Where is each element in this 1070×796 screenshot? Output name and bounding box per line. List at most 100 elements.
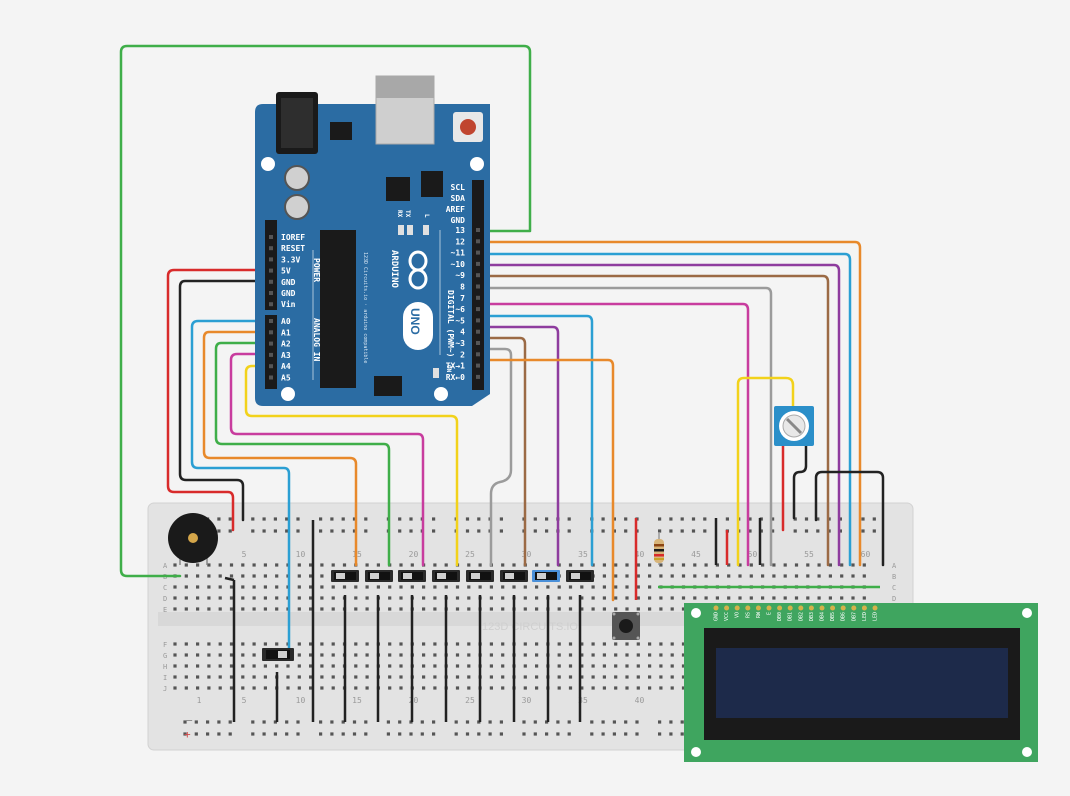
rail-hole[interactable] <box>669 732 673 736</box>
breadboard-hole[interactable] <box>648 664 652 668</box>
rail-hole[interactable] <box>228 529 232 533</box>
rail-hole[interactable] <box>567 517 571 521</box>
breadboard-hole[interactable] <box>478 563 482 567</box>
breadboard-hole[interactable] <box>614 642 618 646</box>
breadboard-hole[interactable] <box>229 642 234 646</box>
breadboard-hole[interactable] <box>648 563 652 567</box>
rail-hole[interactable] <box>296 720 300 724</box>
pin-socket[interactable] <box>269 375 273 380</box>
rail-hole[interactable] <box>703 529 707 533</box>
breadboard-hole[interactable] <box>828 574 832 578</box>
rail-hole[interactable] <box>386 720 390 724</box>
breadboard-hole[interactable] <box>749 574 753 578</box>
breadboard-hole[interactable] <box>840 563 844 567</box>
rail-hole[interactable] <box>330 732 334 736</box>
rail-hole[interactable] <box>658 529 662 533</box>
breadboard-hole[interactable] <box>309 585 313 589</box>
breadboard-hole[interactable] <box>388 607 392 611</box>
breadboard-hole[interactable] <box>602 596 606 600</box>
breadboard-hole[interactable] <box>670 675 674 679</box>
breadboard-hole[interactable] <box>331 607 335 611</box>
breadboard-hole[interactable] <box>229 596 234 600</box>
breadboard-hole[interactable] <box>568 585 573 589</box>
rail-hole[interactable] <box>398 732 402 736</box>
rail-hole[interactable] <box>499 720 503 724</box>
breadboard-hole[interactable] <box>365 563 369 567</box>
breadboard-hole[interactable] <box>365 596 369 600</box>
breadboard-hole[interactable] <box>489 607 493 611</box>
wire-gray-pin8[interactable] <box>478 286 773 567</box>
breadboard-hole[interactable] <box>241 686 245 690</box>
breadboard-hole[interactable] <box>297 686 301 690</box>
rail-hole[interactable] <box>533 720 537 724</box>
breadboard-hole[interactable] <box>173 642 177 646</box>
breadboard-hole[interactable] <box>636 574 640 578</box>
breadboard-hole[interactable] <box>331 585 335 589</box>
breadboard-hole[interactable] <box>229 653 234 657</box>
breadboard-hole[interactable] <box>320 642 324 646</box>
breadboard-hole[interactable] <box>761 596 765 600</box>
breadboard-hole[interactable] <box>433 686 437 690</box>
pin-socket[interactable] <box>476 250 480 255</box>
breadboard-hole[interactable] <box>467 653 471 657</box>
breadboard-hole[interactable] <box>422 686 426 690</box>
breadboard-hole[interactable] <box>670 596 674 600</box>
breadboard-hole[interactable] <box>568 653 573 657</box>
rail-hole[interactable] <box>612 732 616 736</box>
breadboard-hole[interactable] <box>648 686 652 690</box>
rail-hole[interactable] <box>601 720 605 724</box>
breadboard-hole[interactable] <box>196 642 200 646</box>
breadboard-hole[interactable] <box>783 574 787 578</box>
breadboard-hole[interactable] <box>184 574 188 578</box>
wire-blue-pin6[interactable] <box>478 314 594 567</box>
rail-hole[interactable] <box>477 517 481 521</box>
breadboard-hole[interactable] <box>501 664 505 668</box>
breadboard-hole[interactable] <box>659 686 663 690</box>
breadboard-hole[interactable] <box>501 596 505 600</box>
rail-hole[interactable] <box>364 517 368 521</box>
breadboard-hole[interactable] <box>557 642 561 646</box>
wire-magenta-pin7[interactable] <box>478 302 750 567</box>
breadboard-hole[interactable] <box>196 664 200 668</box>
breadboard-hole[interactable] <box>670 664 674 668</box>
breadboard-hole[interactable] <box>173 563 177 567</box>
breadboard-hole[interactable] <box>196 607 200 611</box>
rail-hole[interactable] <box>691 517 696 521</box>
wire-brown-pin4[interactable] <box>478 336 527 567</box>
breadboard-hole[interactable] <box>286 675 290 679</box>
breadboard-hole[interactable] <box>388 642 392 646</box>
breadboard-hole[interactable] <box>399 686 403 690</box>
rail-hole[interactable] <box>658 720 662 724</box>
pin-socket[interactable] <box>476 307 480 312</box>
rail-hole[interactable] <box>545 517 549 521</box>
slide-switch[interactable] <box>566 570 594 582</box>
rail-hole[interactable] <box>861 529 865 533</box>
breadboard-hole[interactable] <box>828 596 832 600</box>
breadboard-hole[interactable] <box>523 596 527 600</box>
rail-hole[interactable] <box>488 720 492 724</box>
breadboard-hole[interactable] <box>173 675 177 679</box>
breadboard-hole[interactable] <box>568 686 573 690</box>
breadboard-hole[interactable] <box>851 596 855 600</box>
rail-hole[interactable] <box>624 529 628 533</box>
breadboard-hole[interactable] <box>196 585 200 589</box>
breadboard-hole[interactable] <box>263 664 267 668</box>
wire-green-pin13[interactable] <box>119 44 532 578</box>
rail-hole[interactable] <box>759 529 763 533</box>
breadboard-hole[interactable] <box>241 642 245 646</box>
breadboard-hole[interactable] <box>433 642 437 646</box>
breadboard-hole[interactable] <box>591 686 595 690</box>
rail-hole[interactable] <box>680 732 684 736</box>
breadboard-hole[interactable] <box>738 596 742 600</box>
lcd-pin[interactable] <box>745 605 751 611</box>
breadboard-hole[interactable] <box>297 675 301 679</box>
rail-hole[interactable] <box>658 732 662 736</box>
breadboard-hole[interactable] <box>320 675 324 679</box>
breadboard-hole[interactable] <box>523 585 527 589</box>
push-button[interactable] <box>612 612 640 640</box>
rail-hole[interactable] <box>612 529 616 533</box>
breadboard-hole[interactable] <box>252 563 256 567</box>
breadboard-hole[interactable] <box>229 675 234 679</box>
breadboard-hole[interactable] <box>478 585 482 589</box>
rail-hole[interactable] <box>872 517 876 521</box>
